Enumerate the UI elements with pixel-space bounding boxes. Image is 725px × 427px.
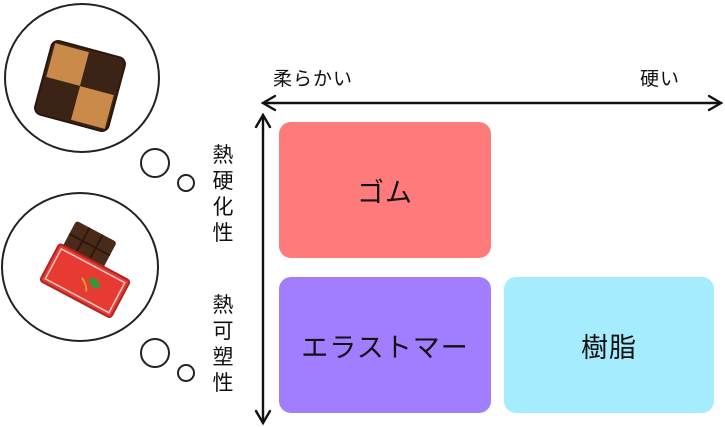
x-axis-left-label: 柔らかい [273, 68, 354, 90]
chocolate-bar-icon [39, 221, 131, 319]
row-label-thermoplastic: 熱可塑性 [210, 292, 236, 396]
category-box-resin: 樹脂 [504, 277, 714, 413]
checkerboard-cookie-icon [34, 40, 126, 132]
row-label-thermoset-text: 熱硬化性 [212, 143, 234, 245]
category-label-resin: 樹脂 [581, 332, 637, 364]
category-label-elastomer: エラストマー [301, 332, 469, 364]
category-box-rubber: ゴム [279, 122, 491, 258]
horizontal-axis-arrow [260, 94, 724, 112]
row-label-thermoset: 熱硬化性 [210, 142, 236, 246]
row-label-thermoplastic-text: 熱可塑性 [212, 293, 234, 395]
category-box-elastomer: エラストマー [279, 277, 491, 413]
x-axis-right-label: 硬い [640, 68, 681, 90]
vertical-axis-arrow [254, 112, 272, 426]
category-label-rubber: ゴム [357, 177, 413, 209]
